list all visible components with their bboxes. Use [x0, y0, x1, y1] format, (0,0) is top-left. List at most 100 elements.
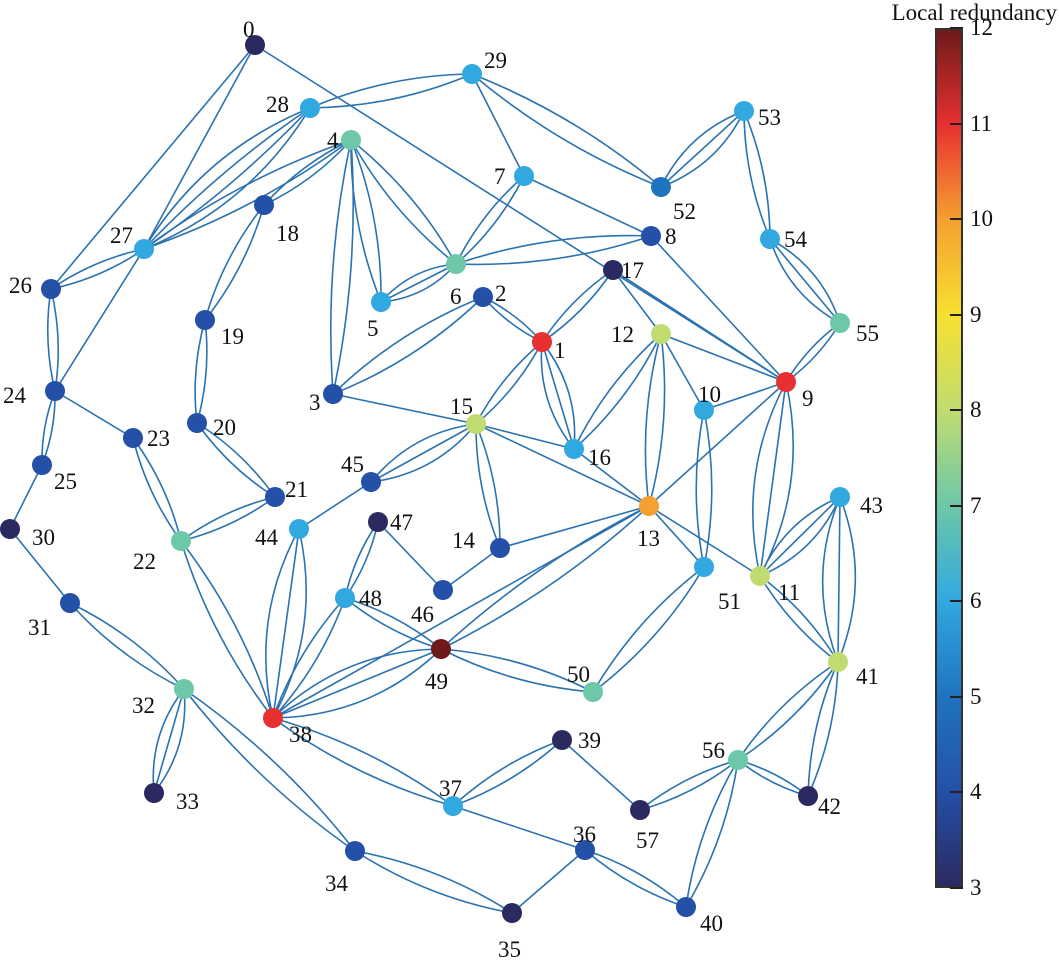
edge-25-30	[9, 464, 43, 530]
edge-12-13	[644, 333, 662, 507]
node-label-54: 54	[784, 227, 808, 252]
node-label-18: 18	[276, 221, 299, 246]
node-label-57: 57	[636, 828, 659, 853]
node-label-44: 44	[255, 525, 279, 550]
node-label-38: 38	[289, 722, 312, 747]
node-14	[490, 538, 510, 558]
node-label-26: 26	[9, 273, 32, 298]
edge-55-9	[785, 322, 841, 383]
colorbar-tick-label: 8	[970, 397, 982, 423]
edge-56-42	[737, 759, 809, 797]
edge-15-14	[475, 423, 501, 549]
node-label-1: 1	[554, 338, 566, 363]
edge-26-27	[50, 248, 145, 290]
node-label-51: 51	[718, 589, 741, 614]
node-30	[0, 519, 20, 539]
edge-28-29	[309, 73, 473, 109]
edge-4-3	[329, 139, 352, 395]
node-47	[368, 512, 388, 532]
edge-11-43	[759, 496, 841, 577]
node-label-14: 14	[452, 528, 476, 553]
node-label-46: 46	[411, 602, 434, 627]
colorbar-tick	[950, 600, 963, 603]
colorbar-title: Local redundancy	[891, 0, 1057, 25]
node-label-33: 33	[176, 789, 199, 814]
edge-54-55	[769, 238, 841, 324]
node-20	[187, 413, 207, 433]
colorbar-tick-label: 5	[970, 683, 982, 709]
edge-32-33	[152, 688, 185, 794]
node-label-55: 55	[856, 321, 879, 346]
node-label-13: 13	[637, 526, 660, 551]
edge-13-11	[648, 505, 761, 577]
node-label-29: 29	[484, 48, 507, 73]
edge-9-11	[759, 381, 787, 577]
node-label-4: 4	[327, 128, 339, 153]
colorbar-tick-label: 11	[970, 110, 993, 136]
node-label-3: 3	[309, 390, 321, 415]
node-18	[254, 195, 274, 215]
edge-21-22	[180, 496, 276, 542]
edge-45-15	[370, 423, 477, 483]
edge-4-27	[143, 139, 352, 250]
edge-38-13	[272, 505, 650, 719]
node-label-47: 47	[390, 510, 413, 535]
edge-7-6	[455, 175, 525, 265]
edge-7-6	[455, 175, 525, 265]
node-label-27: 27	[110, 223, 133, 248]
node-43	[830, 487, 850, 507]
edge-48-38	[272, 597, 346, 719]
node-label-11: 11	[778, 580, 800, 605]
edge-0-27	[143, 44, 256, 250]
node-label-2: 2	[495, 281, 507, 306]
edge-19-20	[194, 319, 206, 424]
node-54	[760, 229, 780, 249]
node-12	[651, 324, 671, 344]
node-label-23: 23	[147, 426, 170, 451]
edge-32-33	[153, 688, 185, 794]
node-1	[532, 332, 552, 352]
edge-49-38	[272, 648, 442, 719]
edge-52-53	[660, 110, 745, 188]
node-57	[630, 800, 650, 820]
edge-1-17	[541, 269, 614, 343]
colorbar-tick	[950, 409, 963, 412]
node-25	[32, 455, 52, 475]
node-36	[575, 840, 595, 860]
node-label-19: 19	[221, 324, 244, 349]
edge-8-6	[455, 235, 652, 266]
node-label-37: 37	[439, 776, 462, 801]
node-56	[728, 750, 748, 770]
edge-45-15	[370, 423, 477, 483]
edge-32-33	[153, 688, 186, 794]
node-label-42: 42	[818, 794, 841, 819]
node-label-53: 53	[758, 105, 781, 130]
node-23	[123, 428, 143, 448]
edge-54-55	[769, 238, 841, 324]
node-label-48: 48	[359, 586, 382, 611]
edge-4-3	[332, 139, 355, 395]
edge-20-21	[196, 422, 276, 498]
edge-31-32	[69, 602, 185, 690]
colorbar-tick	[950, 695, 963, 698]
edge-4-5	[350, 139, 382, 303]
node-2	[473, 287, 493, 307]
node-label-43: 43	[860, 493, 883, 518]
edge-41-56	[737, 661, 839, 761]
edge-56-42	[737, 759, 809, 797]
node-label-25: 25	[54, 469, 77, 494]
edge-1-16	[540, 341, 575, 450]
edge-21-22	[180, 496, 276, 542]
edge-9-11	[759, 381, 794, 577]
edge-4-5	[350, 139, 382, 303]
node-label-35: 35	[498, 937, 521, 962]
node-33	[144, 783, 164, 803]
node-label-5: 5	[367, 316, 379, 341]
edge-4-18	[263, 139, 352, 206]
node-32	[174, 679, 194, 699]
node-27	[134, 239, 154, 259]
edge-32-34	[183, 688, 356, 852]
edge-41-42	[807, 661, 839, 797]
edge-29-52	[471, 73, 662, 188]
node-52	[651, 177, 671, 197]
